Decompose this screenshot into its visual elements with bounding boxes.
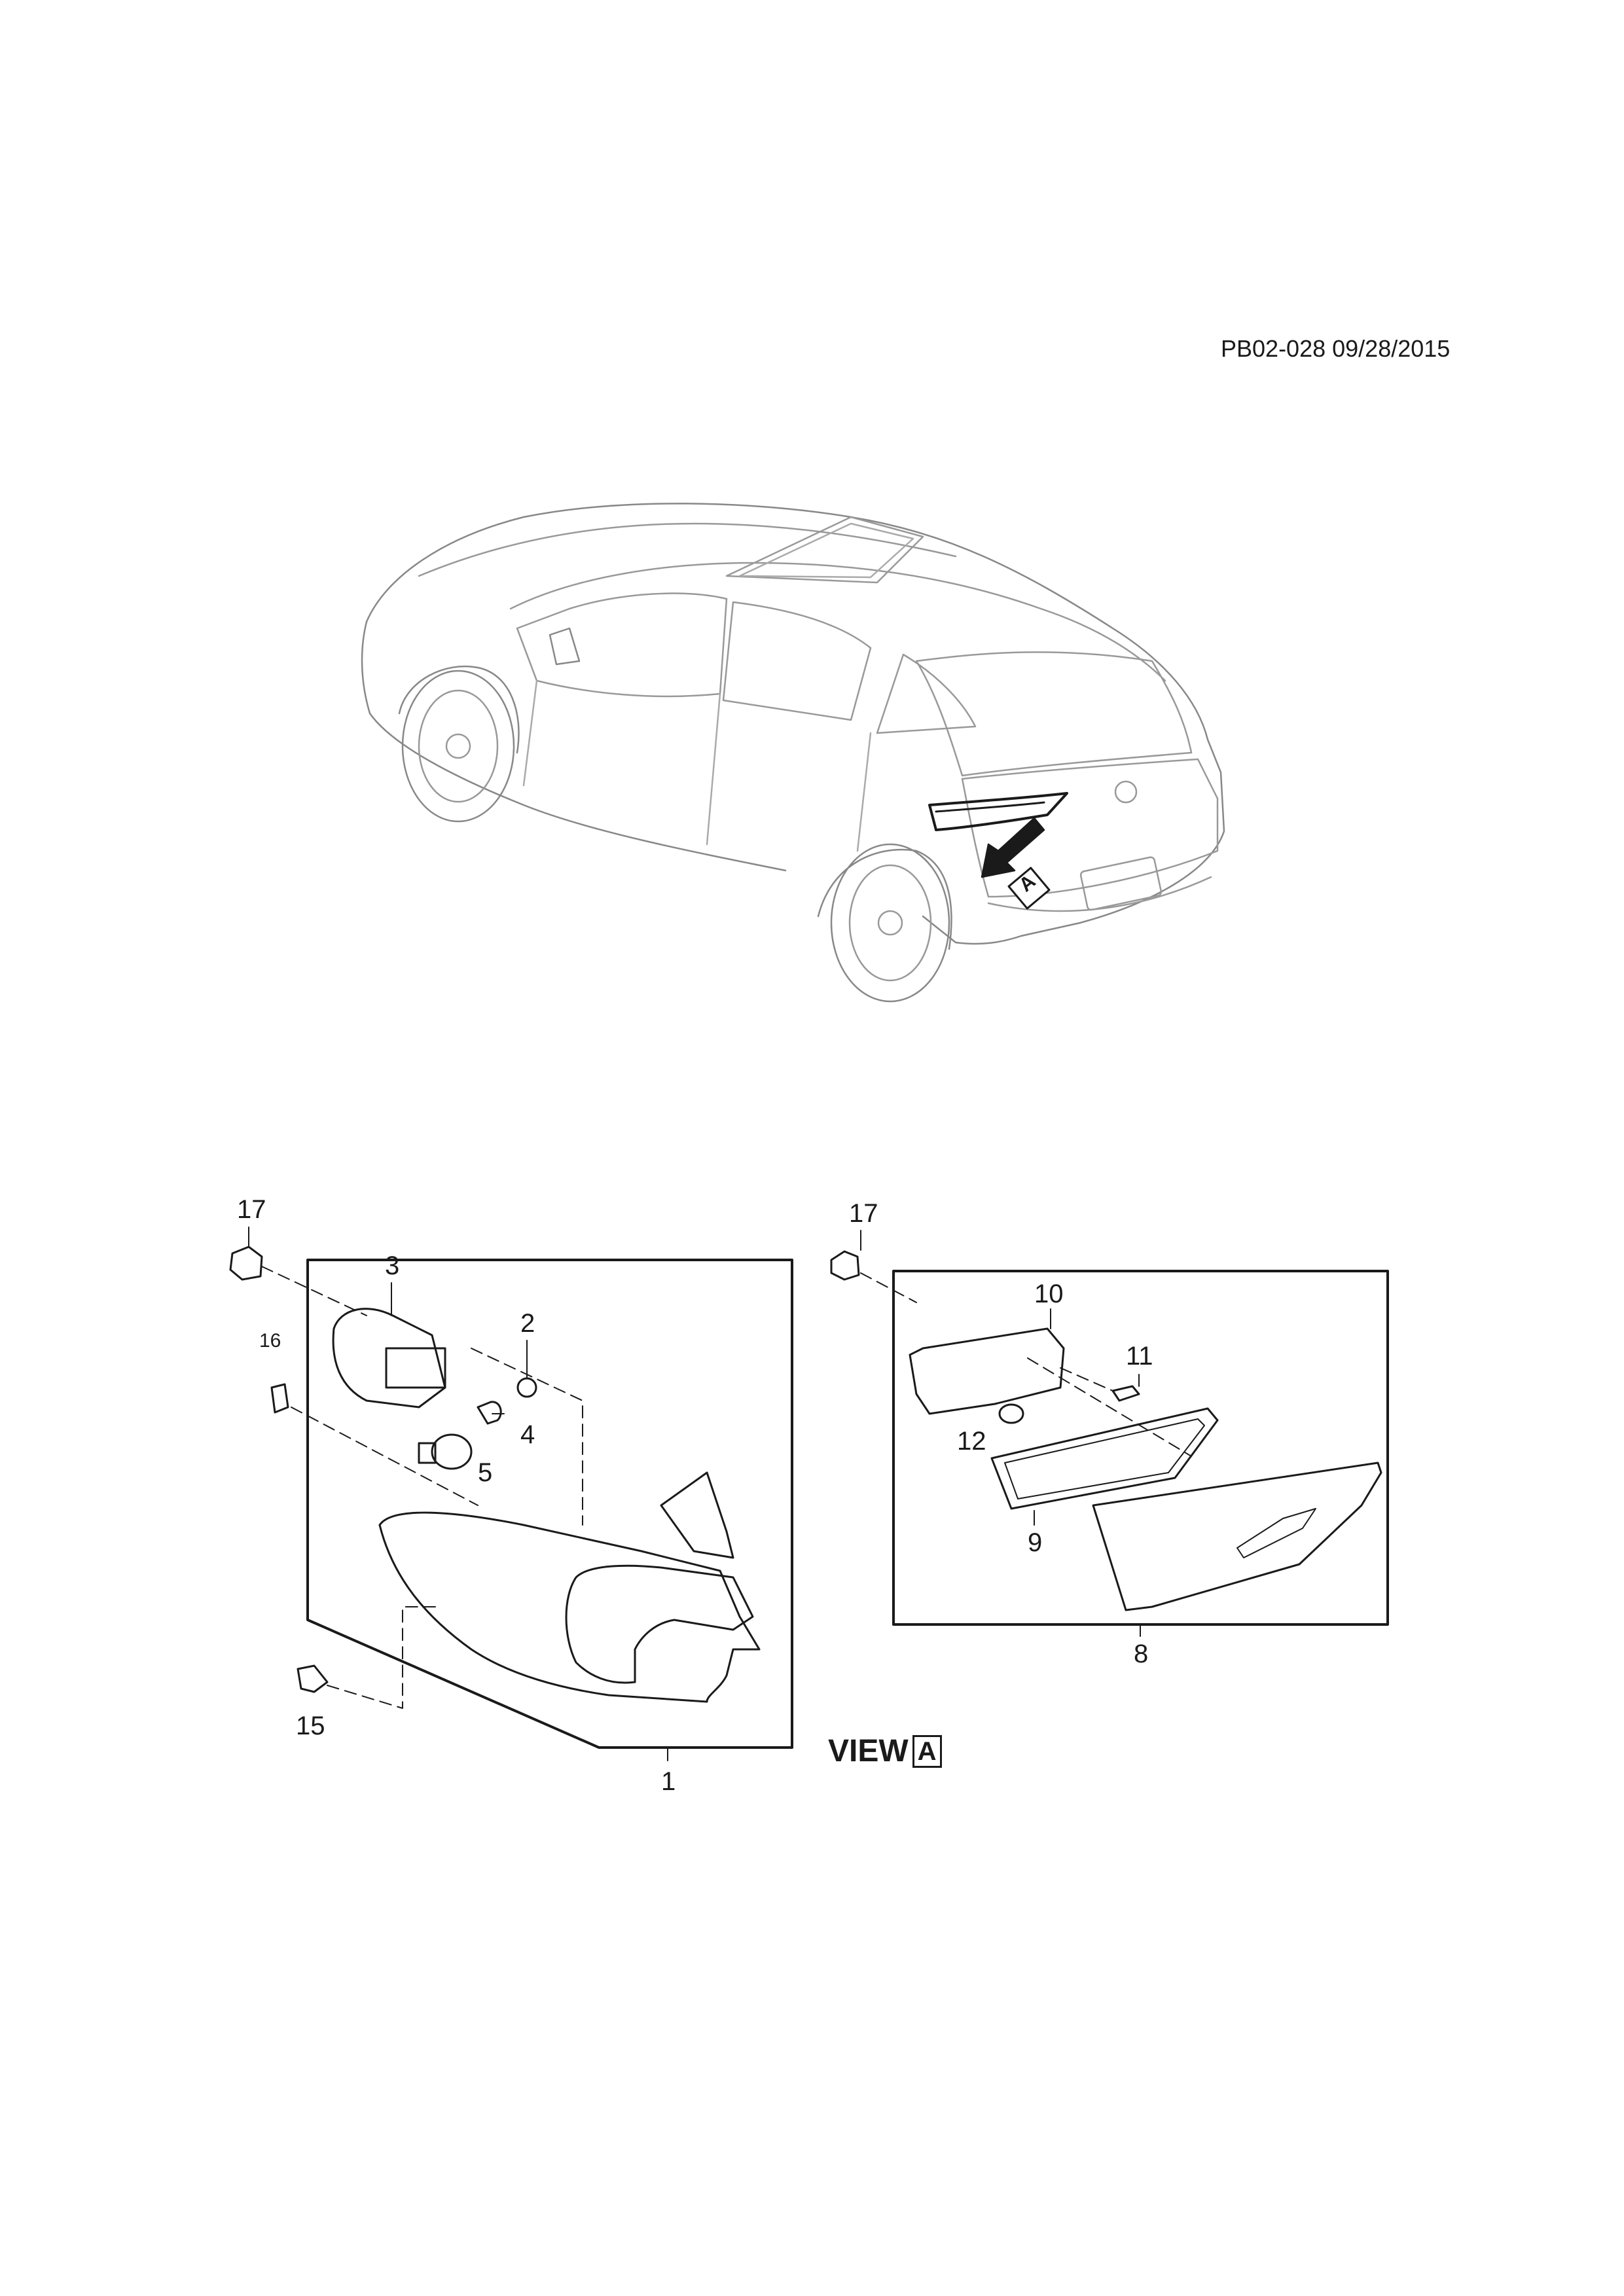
- callout-16: 16: [259, 1330, 281, 1352]
- callout-17-right: 17: [849, 1199, 878, 1228]
- document-id: PB02-028 09/28/2015: [1221, 335, 1451, 362]
- callout-8: 8: [1134, 1640, 1149, 1668]
- callout-17-left: 17: [237, 1195, 266, 1224]
- callout-2: 2: [520, 1309, 535, 1338]
- view-word: VIEW: [828, 1734, 909, 1768]
- callout-3: 3: [385, 1251, 400, 1280]
- callout-15: 15: [296, 1712, 325, 1740]
- callout-1: 1: [661, 1767, 676, 1796]
- callout-11: 11: [1126, 1342, 1153, 1371]
- callout-5: 5: [478, 1458, 493, 1487]
- view-letter: A: [912, 1734, 942, 1768]
- callout-12: 12: [957, 1427, 986, 1456]
- callout-10: 10: [1034, 1280, 1064, 1308]
- vehicle-rear-view: [361, 503, 1225, 1003]
- view-label: VIEW A: [828, 1733, 942, 1769]
- callout-9: 9: [1028, 1528, 1043, 1557]
- callout-4: 4: [520, 1420, 535, 1449]
- inner-tail-lamp-group: [830, 1230, 1389, 1637]
- outer-tail-lamp-group: [229, 1227, 793, 1761]
